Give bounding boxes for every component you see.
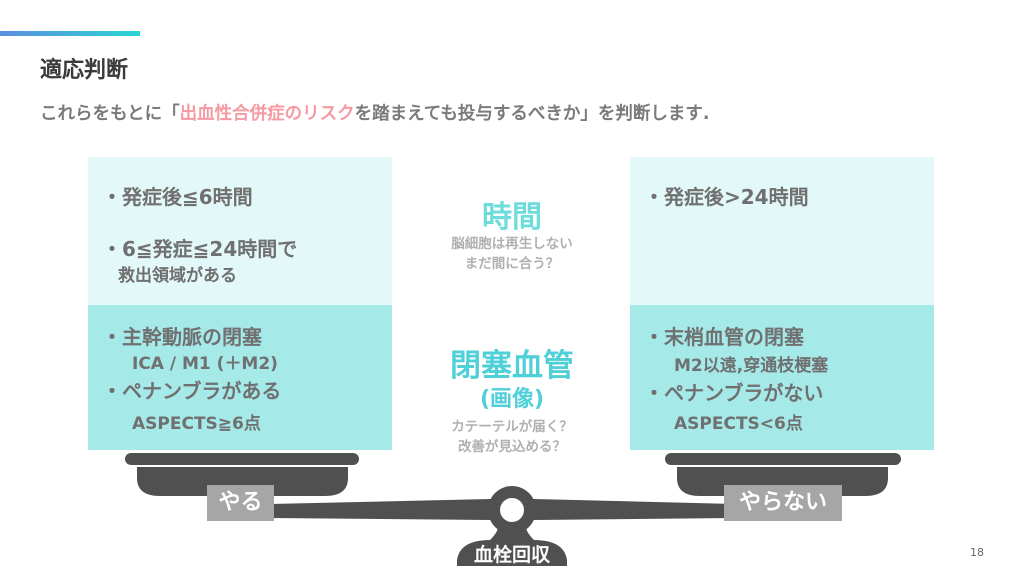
time-note: 脳細胞は再生しない bbox=[451, 236, 573, 252]
left-time-item: ・発症後≦6時間 bbox=[102, 185, 253, 209]
dont-label: やらない bbox=[724, 485, 842, 521]
right-image-item: ・ペナンブラがない bbox=[644, 381, 824, 405]
image-heading: 閉塞血管 bbox=[450, 348, 574, 384]
left-time-item: ・6≦発症≦24時間で bbox=[102, 237, 298, 261]
left-time-panel: ・発症後≦6時間 ・6≦発症≦24時間で 救出領域がある bbox=[88, 157, 392, 305]
right-image-item: ASPECTS<6点 bbox=[674, 414, 803, 434]
subtitle-post: を踏まえても投与するべきか」を判断します. bbox=[354, 104, 710, 124]
page-number: 18 bbox=[970, 546, 984, 559]
image-subheading: (画像) bbox=[479, 387, 545, 412]
left-image-item: ・主幹動脈の閉塞 bbox=[102, 325, 262, 349]
left-image-item: ICA / M1 (＋M2) bbox=[132, 354, 278, 374]
subtitle-highlight: 出血性合併症のリスク bbox=[179, 104, 355, 124]
accent-bar bbox=[0, 31, 140, 36]
left-time-item: 救出領域がある bbox=[118, 266, 237, 286]
do-label: やる bbox=[207, 485, 274, 521]
right-time-item: ・発症後>24時間 bbox=[644, 185, 809, 209]
page-title: 適応判断 bbox=[40, 58, 129, 83]
subtitle-pre: これらをもとに「 bbox=[40, 104, 180, 124]
time-note: まだ間に合う？ bbox=[464, 256, 560, 272]
left-image-item: ・ペナンブラがある bbox=[102, 379, 282, 403]
image-note: 改善が見込める？ bbox=[458, 439, 566, 455]
image-note: カテーテルが届く？ bbox=[451, 419, 573, 435]
left-image-panel: ・主幹動脈の閉塞 ICA / M1 (＋M2) ・ペナンブラがある ASPECT… bbox=[88, 305, 392, 450]
right-image-item: M2以遠,穿通枝梗塞 bbox=[674, 356, 829, 376]
right-image-panel: ・末梢血管の閉塞 M2以遠,穿通枝梗塞 ・ペナンブラがない ASPECTS<6点 bbox=[630, 305, 934, 450]
right-image-item: ・末梢血管の閉塞 bbox=[644, 325, 804, 349]
time-heading: 時間 bbox=[482, 200, 542, 235]
subtitle: これらをもとに「出血性合併症のリスクを踏まえても投与するべきか」を判断します. bbox=[40, 100, 710, 125]
right-time-panel: ・発症後>24時間 bbox=[630, 157, 934, 305]
thrombectomy-label: 血栓回収 bbox=[473, 544, 550, 566]
left-image-item: ASPECTS≧6点 bbox=[132, 414, 261, 434]
